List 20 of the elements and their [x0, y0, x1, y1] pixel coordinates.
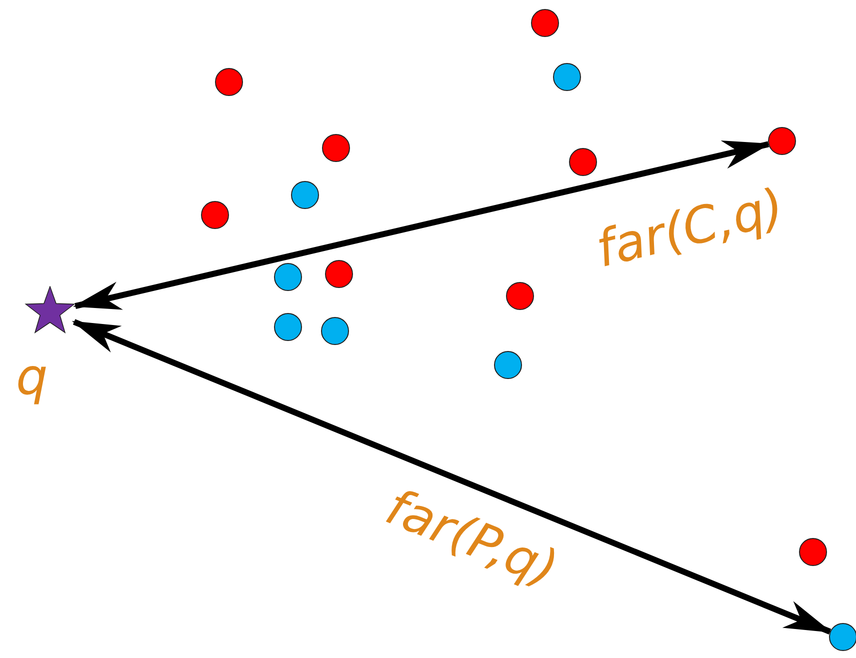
data-point [553, 63, 581, 91]
data-point [569, 148, 597, 176]
data-point [506, 282, 534, 310]
data-point [321, 317, 349, 345]
data-point [274, 263, 302, 291]
data-point [325, 260, 353, 288]
data-point [531, 9, 559, 37]
data-point [274, 313, 302, 341]
data-point [768, 127, 796, 155]
edge-label: far(C,q) [592, 181, 788, 275]
data-point [201, 201, 229, 229]
double-arrow [72, 319, 832, 634]
data-point [215, 68, 243, 96]
double-arrow [72, 140, 771, 310]
data-point [322, 134, 350, 162]
data-point [291, 181, 319, 209]
data-point [494, 351, 522, 379]
data-point [829, 623, 856, 651]
point-label: q [16, 352, 48, 402]
data-point [799, 538, 827, 566]
